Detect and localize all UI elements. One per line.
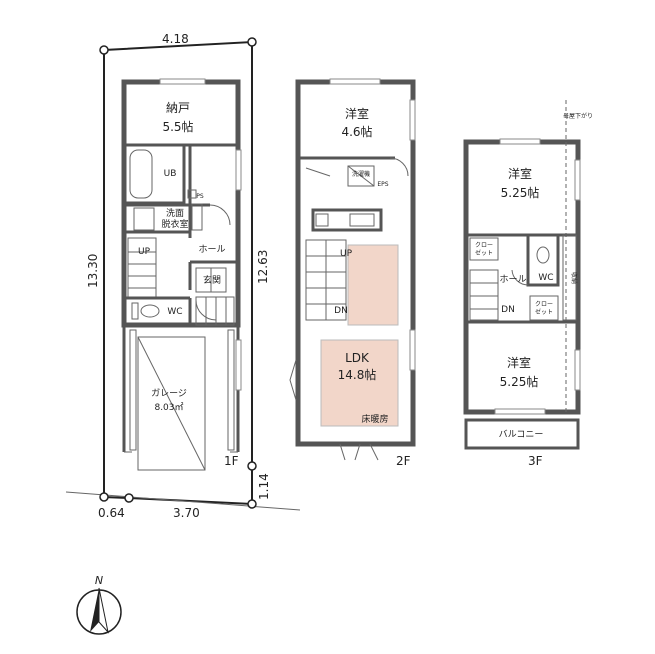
dim-offset-left: 0.64 — [98, 506, 125, 520]
f3-closet-a-line2: ゼット — [475, 249, 493, 257]
f1-washroom-line1: 洗面 — [166, 207, 184, 219]
f1-ps-label: PS — [196, 193, 204, 200]
floor3-plan — [463, 100, 581, 450]
f2-ldk-name: LDK — [345, 351, 370, 365]
f3-storage-label: 収納 — [570, 272, 578, 284]
f2-floor-label: 2F — [396, 454, 411, 468]
floor2-plan — [289, 78, 416, 461]
f3-room-top-name: 洋室 — [508, 166, 532, 181]
dim-offset-right: 1.14 — [257, 473, 271, 500]
floor-heating-area-upper — [347, 244, 399, 326]
f1-storage-name: 納戸 — [166, 101, 190, 115]
f3-hall-label: ホール — [499, 274, 526, 285]
f3-floor-label: 3F — [528, 454, 543, 468]
f2-up-label: UP — [340, 249, 353, 259]
f2-eps-label: EPS — [377, 181, 388, 188]
f2-room-name: 洋室 — [345, 106, 369, 121]
f3-balcony-label: バルコニー — [499, 429, 544, 440]
f1-washroom-line2: 脱衣室 — [161, 218, 188, 230]
f1-storage-size: 5.5帖 — [162, 119, 193, 134]
floor-heating-area-lower — [320, 339, 399, 427]
f2-washer-label: 洗濯機 — [352, 170, 370, 178]
f2-floor-heating-label: 床暖房 — [361, 413, 388, 425]
f1-up-label: UP — [138, 247, 151, 257]
f3-room-bottom-name: 洋室 — [507, 355, 531, 370]
f3-closet-a-line1: クロー — [475, 242, 493, 249]
dim-depth-right: 12.63 — [256, 250, 270, 284]
f1-wc-label: WC — [167, 307, 182, 317]
f2-dn-label: DN — [334, 306, 348, 316]
dim-depth-left: 13.30 — [86, 254, 100, 288]
compass-icon — [76, 587, 122, 635]
f1-bath-label: UB — [164, 169, 177, 179]
f1-garage-size: 8.03㎡ — [154, 402, 183, 413]
f1-floor-label: 1F — [224, 454, 239, 468]
f3-room-top-size: 5.25帖 — [501, 185, 540, 200]
f2-ldk-size: 14.8帖 — [338, 367, 377, 382]
f2-room-size: 4.6帖 — [341, 124, 372, 139]
dim-width-top: 4.18 — [162, 32, 189, 46]
f3-room-bottom-size: 5.25帖 — [500, 374, 539, 389]
dim-width-bottom: 3.70 — [173, 506, 200, 520]
floor1-plan — [121, 78, 242, 471]
f1-garage-name: ガレージ — [151, 388, 187, 399]
f3-dn-label: DN — [501, 305, 515, 315]
f3-ceiling-note: 母屋下がり — [563, 112, 593, 120]
f1-entrance-label: 玄関 — [203, 274, 221, 286]
f1-hall-label: ホール — [198, 244, 225, 255]
f3-wc-label: WC — [538, 273, 553, 283]
f3-closet-b-line2: ゼット — [535, 308, 553, 316]
f3-closet-b-line1: クロー — [535, 301, 553, 308]
site-boundary — [65, 37, 301, 511]
compass-north-label: N — [95, 574, 103, 587]
